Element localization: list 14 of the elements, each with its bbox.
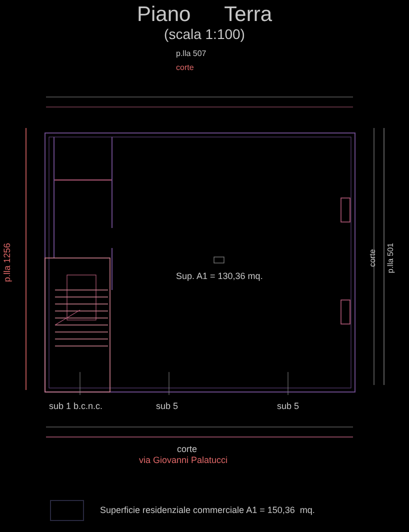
plan-label: corte (177, 445, 198, 454)
legend-text: Superficie residenziale commerciale A1 = 150,36 mq. (100, 504, 315, 517)
title: Piano Terra (136, 4, 273, 25)
plan-label: p.lla 501 (387, 242, 396, 274)
plan-label: sub 5 (156, 402, 178, 411)
plan-label: sub 5 (277, 402, 300, 411)
plan-label: corte (176, 64, 194, 72)
plan-label: sub 1 b.c.n.c. (49, 402, 103, 411)
caption: (scala 1:100) (163, 27, 246, 41)
plan-label: p.lla 507 (176, 50, 206, 58)
plan-label: via Giovanni Palatucci (139, 456, 228, 465)
plan-label: Sup. A1 = 130,36 mq. (176, 272, 263, 281)
plan-label: p.lla 1256 (3, 242, 12, 282)
plan-label: corte (368, 249, 377, 267)
